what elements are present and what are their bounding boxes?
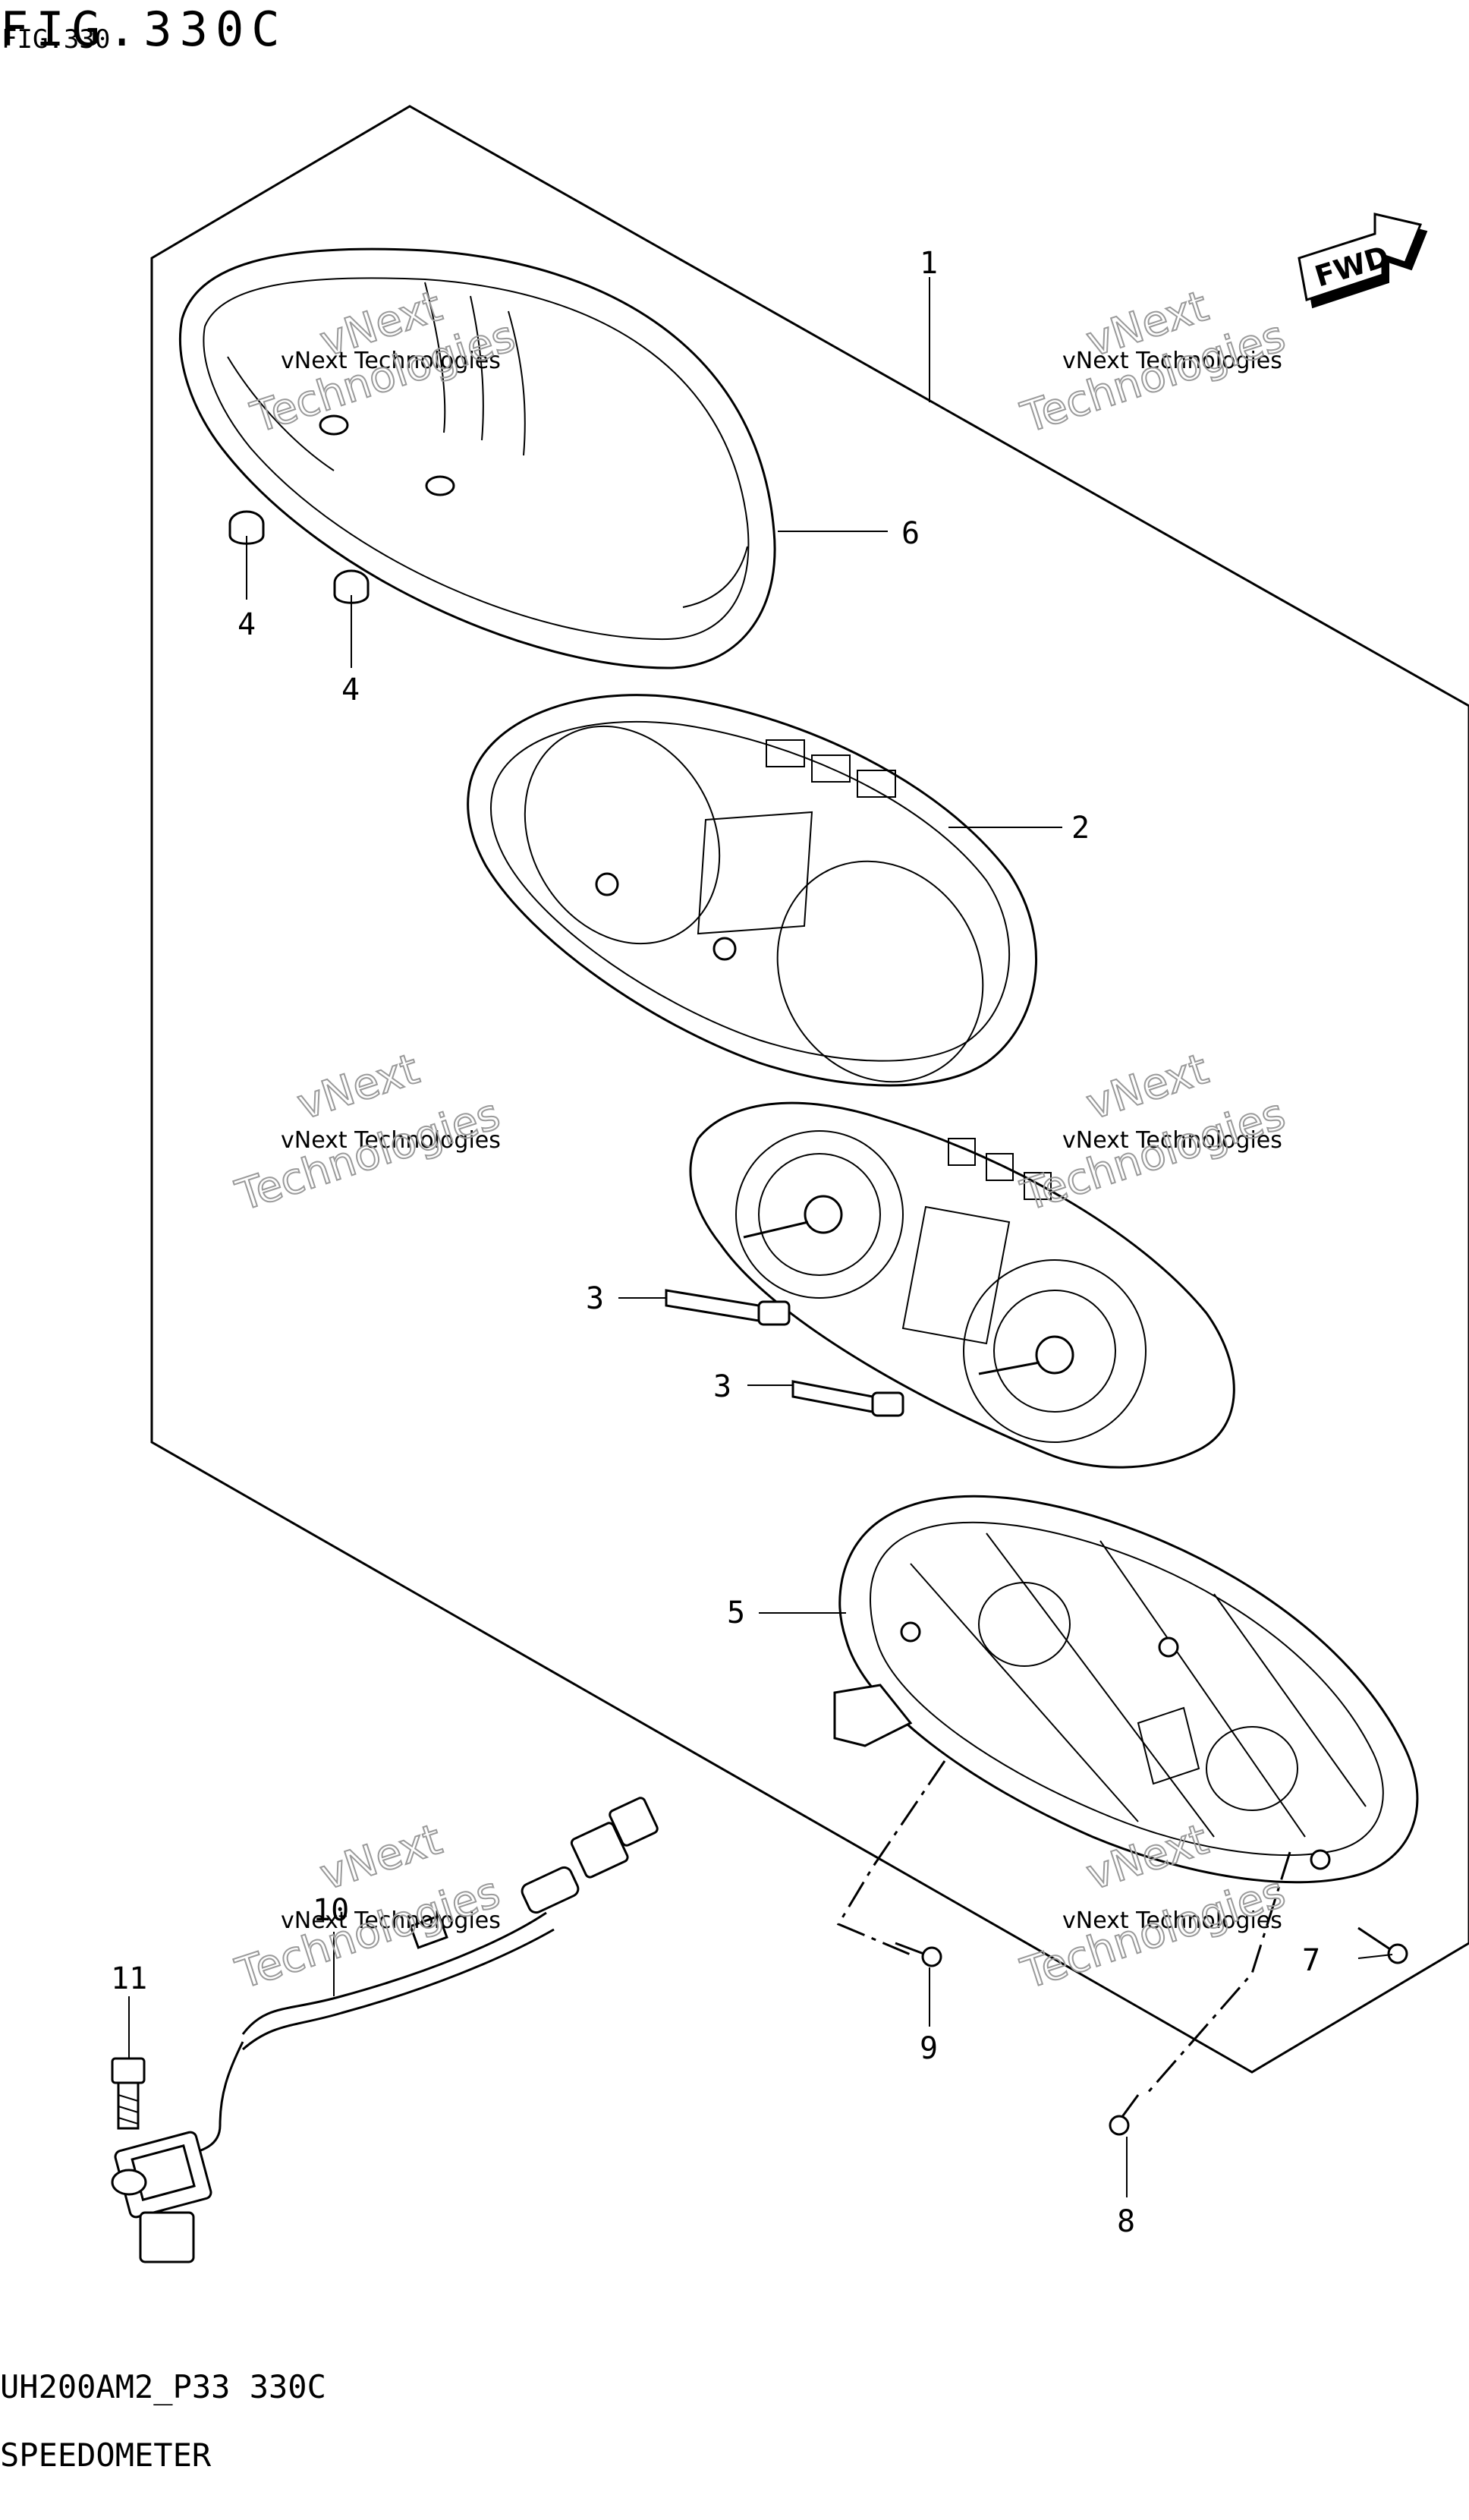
callout-1: 1 (920, 246, 938, 281)
meter-case-rear (833, 1495, 1419, 1884)
bulb-3a (665, 1289, 791, 1326)
callout-6: 6 (901, 516, 920, 551)
mount-line-right (1144, 1851, 1291, 2096)
screw-8 (1109, 2094, 1140, 2136)
watermark-4: vNext vNext Technologies Technologies (1014, 1044, 1291, 1222)
svg-text:vNext Technologies: vNext Technologies (281, 348, 501, 374)
svg-text:vNext Technologies: vNext Technologies (1062, 1907, 1282, 1934)
assembly-boundary (150, 105, 1469, 2074)
screw-9 (895, 1942, 942, 1967)
svg-text:vNext Technologies: vNext Technologies (281, 1907, 501, 1934)
figure-title: FIG.330C (0, 2, 288, 57)
svg-text:vNext Technologies: vNext Technologies (1062, 1127, 1282, 1154)
svg-text:vNext Technologies: vNext Technologies (1062, 348, 1282, 374)
leader-lines (128, 277, 1393, 2197)
callout-5: 5 (727, 1595, 745, 1630)
meter-panel-bezel (467, 694, 1037, 1087)
meter-lens-cover (179, 247, 776, 669)
callout-3b: 3 (713, 1369, 731, 1404)
speed-sensor (111, 2131, 212, 2263)
figure-code-overlay: FIG.330 (2, 24, 111, 55)
callout-8: 8 (1117, 2204, 1135, 2239)
callout-4a: 4 (237, 607, 256, 642)
callout-4b: 4 (341, 673, 360, 707)
watermark-3: vNext vNext Technologies Technologies (229, 1044, 506, 1222)
callout-9: 9 (920, 2031, 938, 2066)
screw-7 (1357, 1926, 1408, 1964)
mount-line-left (836, 1760, 946, 1956)
grommet-4b (333, 569, 370, 604)
gauge-face (689, 1101, 1235, 1469)
callout-10: 10 (313, 1893, 349, 1928)
callout-7: 7 (1302, 1943, 1320, 1978)
bolt-11 (111, 2057, 146, 2130)
speed-sensor-harness (181, 1797, 659, 2157)
callout-3a: 3 (586, 1281, 604, 1316)
model-code: UH200AM2_P33 330C (0, 2368, 326, 2405)
callout-11: 11 (111, 1961, 147, 1996)
fwd-direction-badge: FWD (1298, 213, 1428, 309)
callout-2: 2 (1071, 811, 1090, 846)
watermark-2: vNext vNext Technologies Technologies (1014, 281, 1291, 444)
section-name: SPEEDOMETER (0, 2437, 212, 2474)
svg-text:vNext Technologies: vNext Technologies (281, 1127, 501, 1154)
bulb-3b (791, 1380, 904, 1417)
